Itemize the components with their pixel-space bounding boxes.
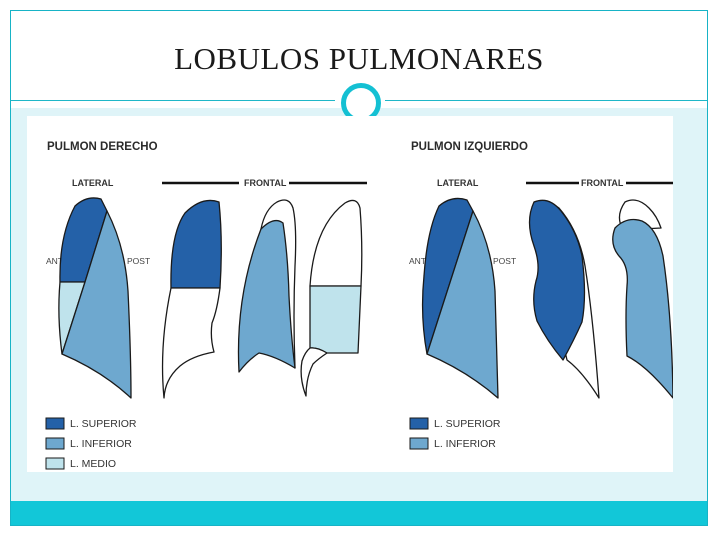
right-lateral-view <box>58 197 132 399</box>
left-frontal-inferior-view <box>612 199 673 399</box>
right-frontal-inferior-view <box>237 199 297 373</box>
left-lateral-view <box>421 197 499 399</box>
bottom-accent-bar <box>11 501 707 525</box>
right-frontal-label: FRONTAL <box>244 178 287 188</box>
right-frontal-middle-view <box>300 199 363 397</box>
right-frontal-middle-outline-top <box>309 199 363 287</box>
legend-label-superior-right: L. SUPERIOR <box>70 418 137 430</box>
right-ant-label: ANT <box>46 256 63 266</box>
legend-swatch-inferior-left <box>409 437 429 450</box>
legend-swatch-superior-left <box>409 417 429 430</box>
right-frontal-superior-outline <box>161 287 221 399</box>
title-divider-right <box>385 100 707 101</box>
legend-swatch-superior-right <box>45 417 65 430</box>
left-ant-label: ANT <box>409 256 426 266</box>
right-lateral-label: LATERAL <box>72 178 114 188</box>
legend-label-medio-right: L. MEDIO <box>70 458 116 470</box>
right-lung-legend: L. SUPERIOR L. INFERIOR L. MEDIO <box>45 417 137 470</box>
legend-label-inferior-left: L. INFERIOR <box>434 438 496 450</box>
right-lateral-inferior-lobe <box>61 210 132 399</box>
legend-swatch-medio-right <box>45 457 65 470</box>
left-frontal-superior-lobe <box>528 199 586 361</box>
right-frontal-superior-lobe <box>170 199 222 289</box>
right-frontal-middle-lobe <box>309 285 362 354</box>
left-lung-legend: L. SUPERIOR L. INFERIOR <box>409 417 501 450</box>
right-post-label: POST <box>127 256 150 266</box>
right-lung-heading: PULMON DERECHO <box>47 141 158 153</box>
left-frontal-superior-view <box>528 199 600 399</box>
left-post-label: POST <box>493 256 516 266</box>
left-frontal-label: FRONTAL <box>581 178 624 188</box>
legend-label-inferior-right: L. INFERIOR <box>70 438 132 450</box>
lung-lobes-figure: PULMON DERECHO LATERAL FRONTAL ANT POST <box>27 116 673 472</box>
legend-label-superior-left: L. SUPERIOR <box>434 418 501 430</box>
title-area: LOBULOS PULMONARES <box>11 11 707 101</box>
right-frontal-middle-outline-bottom <box>300 347 328 397</box>
slide-title: LOBULOS PULMONARES <box>174 41 544 76</box>
lung-lobes-diagram: PULMON DERECHO LATERAL FRONTAL ANT POST <box>45 141 673 470</box>
left-lateral-label: LATERAL <box>437 178 479 188</box>
legend-swatch-inferior-right <box>45 437 65 450</box>
left-lung-heading: PULMON IZQUIERDO <box>411 141 528 153</box>
right-frontal-inferior-lobe <box>237 219 296 373</box>
left-frontal-inferior-lobe <box>612 218 673 399</box>
right-frontal-superior-view <box>161 199 222 399</box>
title-divider-left <box>11 100 335 101</box>
left-lateral-inferior-lobe <box>426 210 499 399</box>
left-lateral-superior-lobe <box>421 197 474 355</box>
